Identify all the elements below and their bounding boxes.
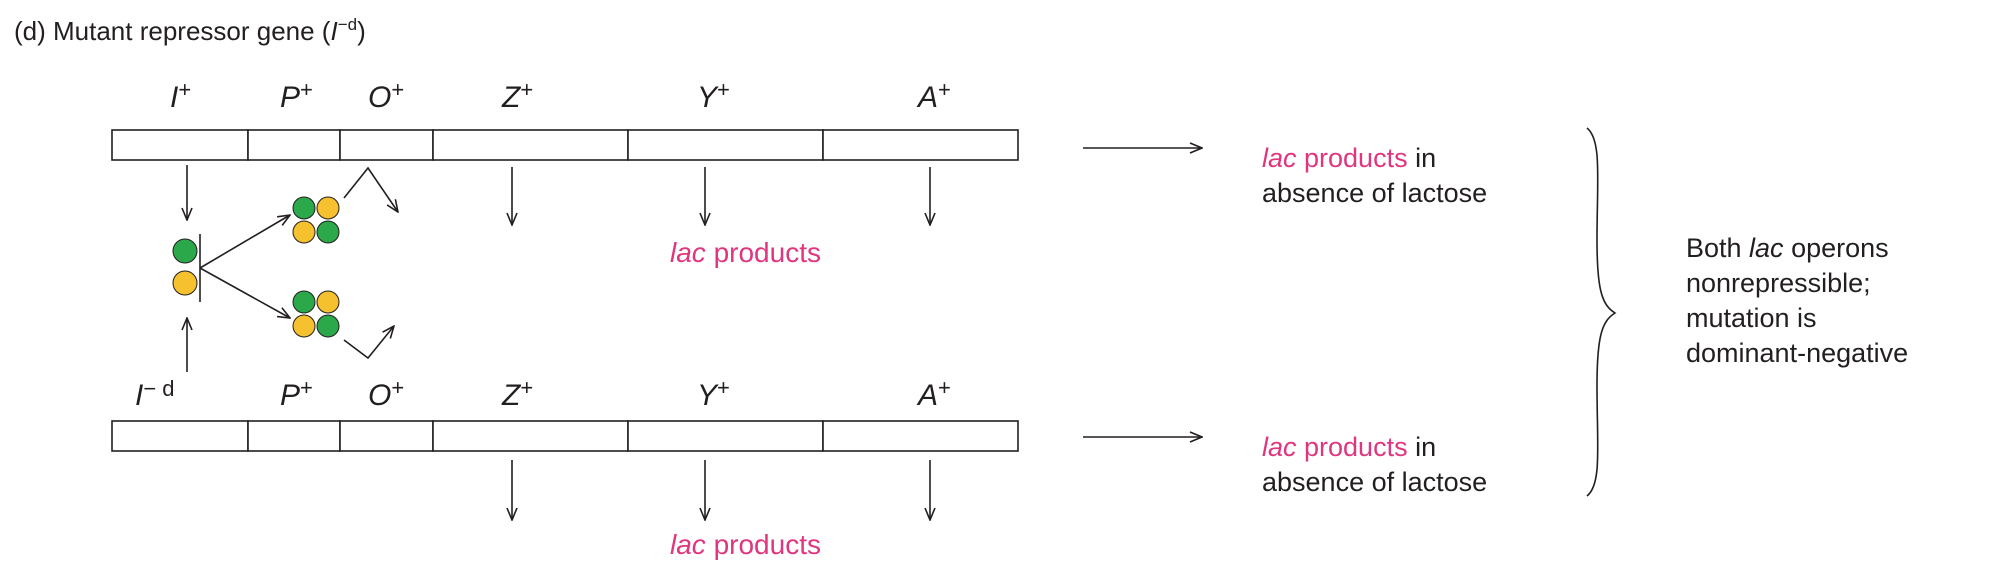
segment-z xyxy=(432,420,629,452)
gene-label-o: O+ xyxy=(368,77,404,114)
gene-labels-top: I+ P+ O+ Z+ Y+ A+ xyxy=(170,77,951,114)
operon-bottom: I− d P+ O+ Z+ Y+ A+ lac products lac pro… xyxy=(111,375,1487,560)
segment-i-mutant xyxy=(111,420,249,452)
gene-label-z: Z+ xyxy=(501,77,533,114)
gene-label-y: Y+ xyxy=(697,375,730,412)
dna-strip-top xyxy=(111,129,1019,161)
segment-a xyxy=(822,420,1019,452)
tetramer-upper xyxy=(292,196,340,244)
gene-label-p: P+ xyxy=(280,77,313,114)
gene-labels-bottom: I− d P+ O+ Z+ Y+ A+ xyxy=(135,375,951,412)
figure-title: (d) Mutant repressor gene (I−d) xyxy=(14,15,366,46)
segment-p xyxy=(247,129,341,161)
lac-products-label-bottom: lac products xyxy=(670,529,821,560)
gene-label-a: A+ xyxy=(916,77,951,114)
repressor-complex xyxy=(172,166,398,372)
arrow-to-lower-tetramer xyxy=(199,267,290,318)
gene-label-y: Y+ xyxy=(697,77,730,114)
operon-top: I+ P+ O+ Z+ Y+ A+ lac products lac produ… xyxy=(111,77,1487,268)
grouping-brace xyxy=(1586,127,1617,497)
gene-label-i-mutant: I− d xyxy=(135,376,175,412)
green-monomer xyxy=(172,238,198,264)
segment-i xyxy=(111,129,249,161)
arrow-to-upper-tetramer xyxy=(199,215,290,269)
bent-arrow-lower xyxy=(343,326,394,360)
lac-products-label-top: lac products xyxy=(670,237,821,268)
segment-o xyxy=(339,129,434,161)
bent-arrow-upper xyxy=(343,166,398,212)
segment-a xyxy=(822,129,1019,161)
segment-z xyxy=(432,129,629,161)
segment-p xyxy=(247,420,341,452)
gene-label-a: A+ xyxy=(916,375,951,412)
gene-label-o: O+ xyxy=(368,375,404,412)
gene-label-i: I+ xyxy=(170,77,191,114)
gene-label-p: P+ xyxy=(280,375,313,412)
segment-o xyxy=(339,420,434,452)
tetramer-lower xyxy=(292,290,340,338)
dna-strip-bottom xyxy=(111,420,1019,452)
yellow-monomer xyxy=(172,270,198,296)
segment-y xyxy=(627,129,824,161)
gene-label-z: Z+ xyxy=(501,375,533,412)
segment-y xyxy=(627,420,824,452)
